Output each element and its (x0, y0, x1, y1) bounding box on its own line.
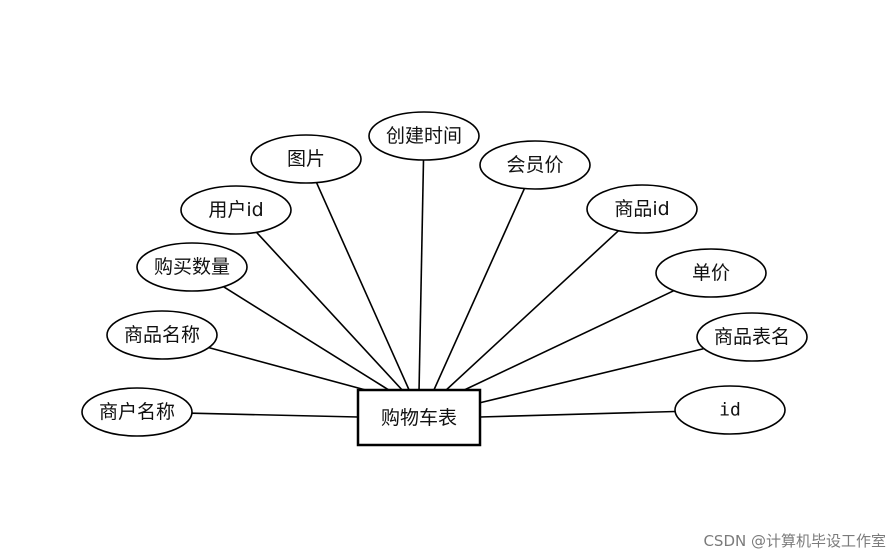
attribute-label: 图片 (287, 148, 325, 170)
attribute-label: 用户id (208, 199, 263, 221)
connector-purchase-quantity (223, 286, 393, 393)
attribute-purchase-quantity: 购买数量 (136, 242, 248, 292)
attribute-label: 创建时间 (386, 125, 462, 147)
connector-created-time (418, 159, 425, 393)
attribute-label: 单价 (692, 262, 730, 284)
attribute-label: 商品id (614, 198, 669, 220)
attribute-ellipse (674, 385, 786, 435)
entity-label: 购物车表 (381, 407, 457, 429)
attribute-unit-price: 单价 (655, 248, 767, 298)
attribute-ellipse (81, 387, 193, 437)
attribute-ellipse (696, 312, 808, 362)
attribute-label: 商品名称 (124, 324, 200, 346)
attribute-id: id (674, 385, 786, 435)
connector-lines (191, 159, 705, 418)
attribute-label: id (719, 400, 741, 421)
attribute-ellipse (250, 134, 362, 184)
attribute-user-id: 用户id (180, 185, 292, 235)
attribute-ellipse (180, 185, 292, 235)
connector-id (479, 410, 676, 418)
connector-product-table-name (478, 347, 705, 404)
entity-node: 购物车表 (356, 388, 482, 447)
attribute-label: 商户名称 (99, 401, 175, 423)
attribute-merchant-name: 商户名称 (81, 387, 193, 437)
attribute-created-time: 创建时间 (368, 111, 480, 161)
connector-user-id (255, 231, 405, 393)
connector-merchant-name (191, 412, 359, 418)
attribute-ellipse (136, 242, 248, 292)
attribute-ellipse (368, 111, 480, 161)
attribute-ellipse (586, 184, 698, 234)
entity-box (356, 388, 482, 447)
attribute-product-table-name: 商品表名 (696, 312, 808, 362)
connector-image (315, 182, 411, 393)
attribute-ellipse (479, 140, 591, 190)
attribute-ellipse (655, 248, 767, 298)
connector-product-name (208, 346, 374, 393)
connector-product-id (443, 230, 620, 393)
connector-member-price (432, 188, 526, 393)
attribute-member-price: 会员价 (479, 140, 591, 190)
attribute-ellipse (106, 310, 218, 360)
attribute-label: 购买数量 (154, 256, 230, 278)
attribute-product-id: 商品id (586, 184, 698, 234)
attribute-image: 图片 (250, 134, 362, 184)
attribute-product-name: 商品名称 (106, 310, 218, 360)
attribute-label: 会员价 (506, 154, 563, 176)
attribute-label: 商品表名 (714, 326, 790, 348)
watermark-text: CSDN @计算机毕设工作室 (703, 532, 886, 550)
connector-unit-price (459, 289, 675, 393)
